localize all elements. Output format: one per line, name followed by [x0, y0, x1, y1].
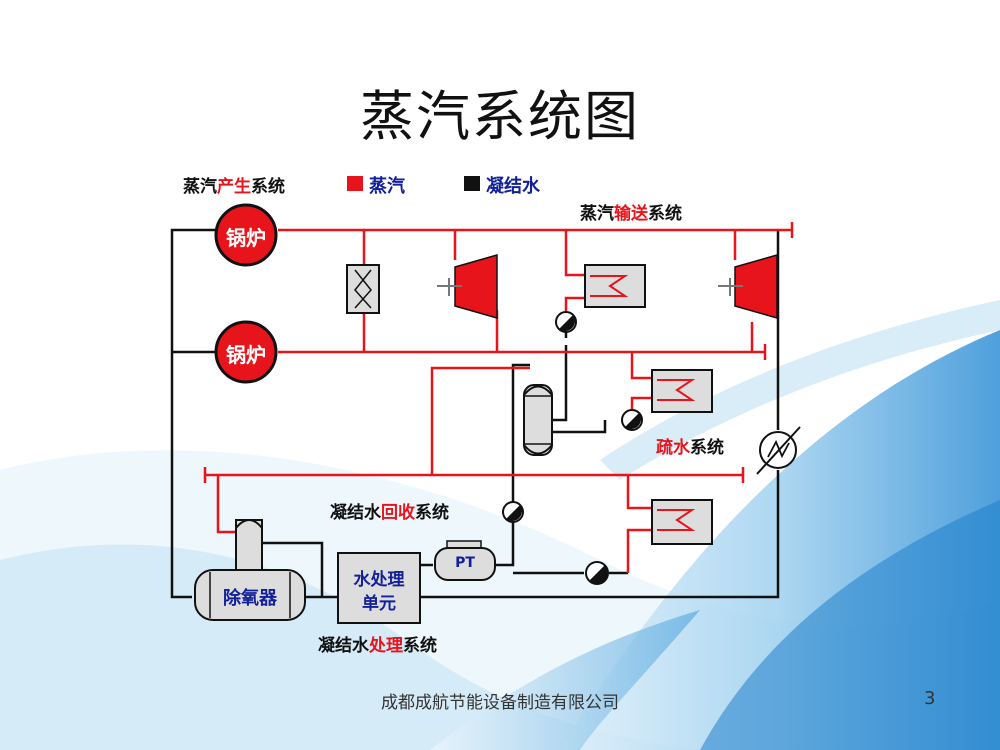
flash-tank — [523, 384, 553, 456]
steam-turbine-2 — [718, 254, 778, 319]
steam-user-3 — [651, 499, 713, 545]
steam-pipes — [203, 222, 794, 573]
page-number: 3 — [924, 688, 936, 709]
deaerator-label: 除氧器 — [223, 588, 277, 609]
drain-label-suffix: 系统 — [690, 438, 724, 458]
recovery-label-prefix: 凝结水 — [330, 503, 381, 523]
treatment-label-prefix: 凝结水 — [318, 636, 369, 656]
pump-tank — [434, 540, 496, 581]
transport-system-label: 蒸汽输送系统 — [580, 199, 682, 224]
generation-label-suffix: 系统 — [251, 177, 285, 197]
steam-trap-2 — [621, 409, 643, 431]
steam-trap-3 — [502, 501, 524, 523]
water-treatment-label-line1: 水处理 — [353, 570, 405, 590]
steam-trap-1 — [555, 311, 577, 333]
drain-label-highlight: 疏水 — [656, 438, 690, 458]
boiler-1-label: 锅炉 — [226, 226, 266, 250]
generation-label-highlight: 产生 — [217, 177, 251, 197]
deaerator — [194, 519, 306, 621]
recovery-label-suffix: 系统 — [415, 503, 449, 523]
generation-system-label: 蒸汽产生系统 — [183, 172, 285, 197]
legend-steam-label: 蒸汽 — [369, 176, 405, 197]
boiler-2-label: 锅炉 — [226, 343, 266, 367]
steam-turbine-1 — [437, 254, 498, 319]
boiler-1 — [214, 203, 278, 267]
legend-condensate-swatch — [464, 176, 480, 191]
water-treatment-label-line2: 单元 — [362, 594, 396, 614]
footer-company: 成都成航节能设备制造有限公司 — [381, 693, 619, 713]
treatment-system-label: 凝结水处理系统 — [318, 631, 437, 656]
legend-condensate-label: 凝结水 — [486, 176, 540, 197]
steam-user-1 — [584, 264, 646, 308]
page-title: 蒸汽系统图 — [360, 85, 640, 148]
steam-trap-4 — [585, 561, 609, 585]
condenser-icon — [756, 426, 801, 475]
legend-steam-swatch — [347, 176, 363, 191]
treatment-label-highlight: 处理 — [369, 636, 403, 656]
pump-tank-label: PT — [455, 555, 475, 571]
heat-exchanger — [346, 264, 380, 314]
water-treatment-unit — [337, 552, 421, 624]
transport-label-highlight: 输送 — [614, 204, 648, 224]
recovery-label-highlight: 回收 — [381, 503, 415, 523]
generation-label-prefix: 蒸汽 — [183, 177, 217, 197]
drain-system-label: 疏水系统 — [656, 433, 724, 458]
steam-user-2 — [651, 369, 713, 413]
boiler-2 — [214, 320, 278, 384]
condensate-pipes — [170, 228, 780, 599]
transport-label-suffix: 系统 — [648, 204, 682, 224]
recovery-system-label: 凝结水回收系统 — [330, 498, 449, 523]
treatment-label-suffix: 系统 — [403, 636, 437, 656]
transport-label-prefix: 蒸汽 — [580, 204, 614, 224]
